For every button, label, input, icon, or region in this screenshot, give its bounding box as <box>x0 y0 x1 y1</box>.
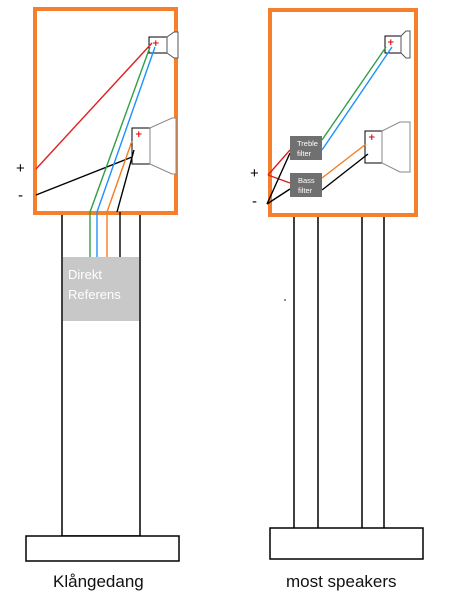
bass-filter-line2: filter <box>298 186 313 195</box>
left-wire-orange <box>106 140 133 213</box>
left-woofer-terminal-plus: + <box>135 130 143 140</box>
left-caption: Klångedang <box>53 572 144 591</box>
left-tweeter-terminal-plus: + <box>152 39 160 49</box>
right-woofer-terminal-plus: + <box>368 133 376 143</box>
right-caption: most speakers <box>286 572 397 591</box>
left-wire-red <box>35 42 153 170</box>
bass-filter-line1: Bass <box>298 176 315 185</box>
left-minus-label: - <box>18 187 23 204</box>
right-tweeter-terminal-plus: + <box>387 38 395 48</box>
right-wire-red-treble <box>267 149 291 176</box>
right-wire-black <box>321 153 369 191</box>
treble-filter-line1: Treble <box>297 139 318 148</box>
bass-filter: Bass filter <box>290 173 322 197</box>
left-direct-label: Direkt <box>68 267 102 282</box>
left-wire-black-input <box>35 156 133 196</box>
left-woofer: + <box>131 117 177 175</box>
right-wire-black-treble <box>266 152 291 205</box>
right-stand-pole-right <box>361 213 385 530</box>
left-wire-black <box>116 149 135 213</box>
left-speaker: + + Direkt Referens + - Klång <box>16 7 180 591</box>
treble-filter-line2: filter <box>297 149 312 158</box>
right-stand-base <box>269 527 424 560</box>
right-plus-label: + <box>250 165 259 182</box>
right-wire-green <box>321 46 387 141</box>
left-direct-reference-box <box>63 257 139 321</box>
right-woofer: + <box>364 121 411 173</box>
right-wire-black-bass <box>266 188 291 205</box>
right-wire-blue <box>321 46 393 151</box>
right-wire-orange <box>321 143 367 179</box>
left-reference-label: Referens <box>68 287 121 302</box>
left-tweeter: + <box>148 31 179 59</box>
left-stand-base <box>25 535 180 562</box>
right-tweeter: + <box>384 30 411 59</box>
right-stand-pole-left <box>293 213 319 530</box>
left-plus-label: + <box>16 160 25 177</box>
left-wire-green <box>89 46 151 213</box>
right-minus-label: - <box>252 193 257 210</box>
left-wire-blue <box>96 46 156 213</box>
right-speaker: + + Treble filter Bass filter <box>250 8 424 591</box>
treble-filter: Treble filter <box>290 136 322 160</box>
